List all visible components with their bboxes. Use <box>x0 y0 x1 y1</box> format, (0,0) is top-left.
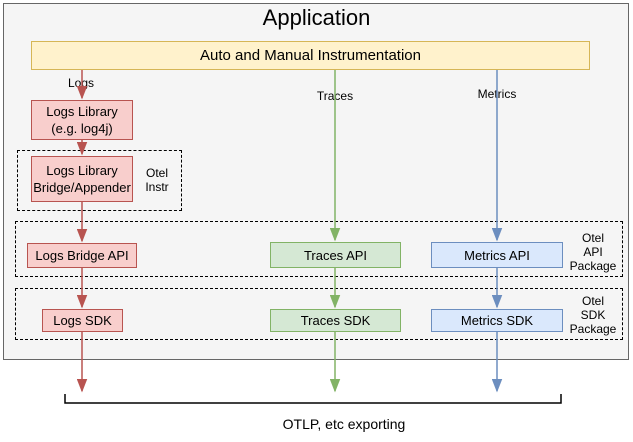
metrics-sdk-label: Metrics SDK <box>460 313 534 328</box>
otel-api-line2: API <box>583 245 603 259</box>
otel-sdk-line1: Otel <box>581 294 604 308</box>
otel-api-line3: Package <box>569 259 617 273</box>
exporting-label: OTLP, etc exporting <box>282 416 406 432</box>
traces-sdk-node: Traces SDK <box>270 309 401 332</box>
traces-api-label: Traces API <box>303 247 368 263</box>
logs-sdk-node: Logs SDK <box>42 309 123 332</box>
logs-bridge-api-label: Logs Bridge API <box>35 248 129 263</box>
otel-sdk-package-label: Otel SDK Package <box>565 294 621 336</box>
metrics-api-label: Metrics API <box>464 247 530 263</box>
metrics-column-label: Metrics <box>477 87 517 101</box>
export-bracket <box>64 394 562 404</box>
otel-instr-line1: Otel <box>145 166 168 180</box>
logs-bridge-line2: Bridge/Appender <box>33 180 131 195</box>
otel-instr-label: Otel Instr <box>137 166 177 194</box>
logs-sdk-label: Logs SDK <box>53 313 112 328</box>
logs-bridge-line1: Logs Library <box>46 163 118 178</box>
logs-library-line2: (e.g. log4j) <box>51 121 113 136</box>
logs-library-line1: Logs Library <box>46 104 118 119</box>
logs-library-node: Logs Library (e.g. log4j) <box>31 100 133 140</box>
logs-column-label: Logs <box>67 76 95 90</box>
otel-api-line1: Otel <box>581 231 604 245</box>
metrics-sdk-node: Metrics SDK <box>431 309 563 332</box>
metrics-api-node: Metrics API <box>431 242 563 268</box>
application-title: Application <box>262 5 371 30</box>
logs-bridge-api-node: Logs Bridge API <box>27 243 137 268</box>
otel-sdk-line2: SDK <box>580 308 606 322</box>
otel-api-package-group <box>15 221 623 277</box>
otel-sdk-package-group <box>15 288 623 340</box>
traces-column-label: Traces <box>316 89 354 103</box>
traces-sdk-label: Traces SDK <box>300 313 371 328</box>
instrumentation-node: Auto and Manual Instrumentation <box>31 41 590 70</box>
otel-instr-group <box>17 150 182 211</box>
otel-api-package-label: Otel API Package <box>565 231 621 273</box>
logs-bridge-node: Logs Library Bridge/Appender <box>31 156 133 202</box>
otel-sdk-line3: Package <box>569 322 617 336</box>
otel-instr-line2: Instr <box>145 180 169 194</box>
traces-api-node: Traces API <box>270 242 401 268</box>
